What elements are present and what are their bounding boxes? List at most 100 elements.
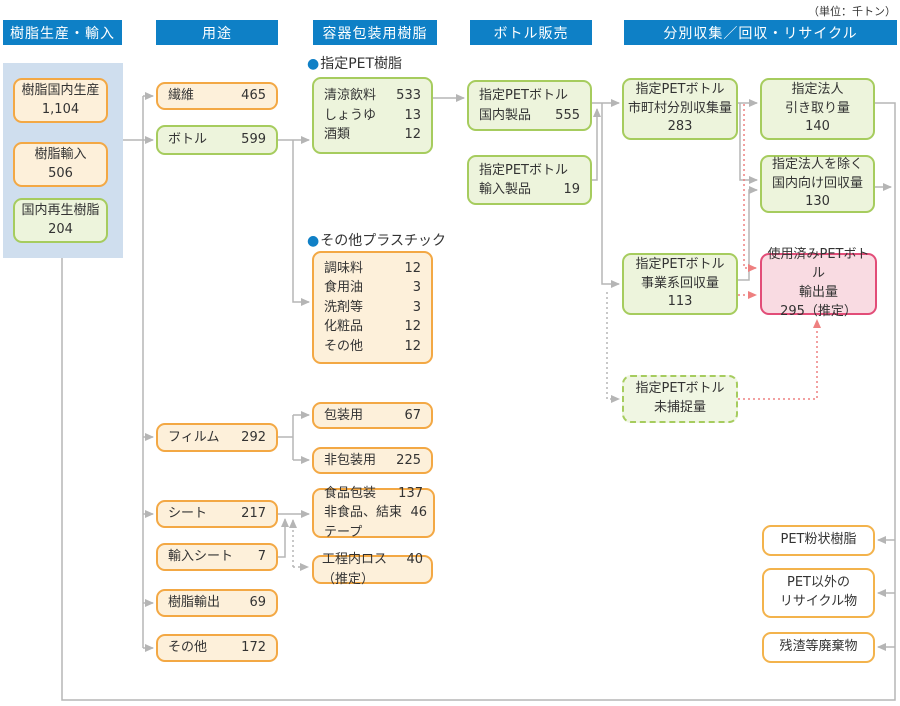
- box-designated-pet-resin: 清涼飲料 533 しょうゆ 13 酒類 12: [312, 77, 433, 154]
- box-line2: 未捕捉量: [653, 400, 706, 415]
- box-line2: 事業系回収量: [640, 275, 719, 291]
- row-value: 3: [412, 299, 421, 315]
- box-value: 67: [404, 407, 421, 423]
- box-value: 40: [406, 552, 423, 567]
- box-label: 国内再生樹脂: [21, 202, 100, 218]
- box-resin-import: 樹脂輸入 506: [13, 142, 108, 187]
- box-label: 輸入製品: [479, 182, 532, 197]
- row-value: 3: [412, 280, 421, 296]
- row-label: 非食品、結束テープ: [324, 505, 403, 540]
- box-used-pet-bottle-export: 使用済みPETボトル 輸出量 295（推定）: [760, 247, 877, 319]
- row-value: 46: [410, 505, 427, 521]
- box-process-loss: 工程内ロス（推定） 40: [312, 552, 433, 587]
- row-label: その他: [324, 338, 364, 354]
- box-line1: 使用済みPETボトル: [767, 247, 870, 282]
- box-label: 残渣等廃棄物: [779, 639, 858, 655]
- box-label: 国内製品: [479, 107, 532, 123]
- section-label-designated-pet-resin: ●指定PET樹脂: [307, 53, 402, 73]
- box-label: 包装用: [324, 407, 364, 423]
- section-label-text: その他プラスチック: [320, 233, 446, 249]
- box-line1: 指定PETボトル: [635, 381, 725, 397]
- box-value: 295（推定）: [780, 303, 857, 319]
- box-value: 140: [805, 119, 830, 135]
- box-value: 172: [241, 640, 266, 656]
- box-label: 工程内ロス（推定）: [322, 552, 388, 587]
- row-label: 酒類: [324, 127, 351, 143]
- box-value: 204: [48, 221, 73, 237]
- box-designated-pet-bottle-imported: 指定PETボトル 輸入製品 19: [467, 155, 592, 205]
- box-value: 1,104: [41, 101, 80, 117]
- box-domestic-resin-production: 樹脂国内生産 1,104: [13, 78, 108, 123]
- box-line2: 輸出量: [798, 285, 838, 300]
- box-value: 7: [257, 549, 266, 565]
- row-label: 清涼飲料: [324, 88, 377, 104]
- box-food-packaging: 食品包装 137 非食品、結束テープ 46: [312, 486, 435, 540]
- unit-label: （単位：千トン）: [808, 5, 896, 18]
- box-line2: 市町村分別収集量: [627, 100, 732, 116]
- row-label: 化粧品: [324, 319, 364, 335]
- row-label: しょうゆ: [324, 107, 377, 123]
- header-packaging-resin: 容器包装用樹脂: [313, 20, 437, 45]
- box-resin-export: 樹脂輸出 69: [156, 589, 278, 617]
- row-label: 洗剤等: [324, 299, 364, 315]
- box-residue-waste: 残渣等廃棄物: [762, 632, 875, 663]
- box-domestic-recycled-resin: 国内再生樹脂 204: [13, 198, 108, 243]
- box-label: ボトル: [168, 132, 208, 148]
- box-line2: 引き取り量: [784, 100, 850, 116]
- box-business-recovery: 指定PETボトル 事業系回収量 113: [622, 253, 738, 315]
- box-line2: 国内向け回収量: [771, 175, 863, 191]
- box-line2: リサイクル物: [779, 594, 858, 609]
- box-uncaptured-amount: 指定PETボトル 未捕捉量: [622, 375, 738, 423]
- box-line1: 指定法人を除く: [771, 156, 863, 172]
- row-value: 12: [404, 319, 421, 335]
- box-label: フィルム: [168, 429, 220, 445]
- row-label: 調味料: [324, 260, 364, 276]
- box-bottle: ボトル 599: [156, 125, 278, 155]
- row-value: 12: [404, 338, 421, 354]
- box-label: 輸入シート: [168, 549, 234, 565]
- box-value: 283: [667, 119, 693, 135]
- box-non-designated-domestic-recovery: 指定法人を除く 国内向け回収量 130: [760, 155, 875, 213]
- row-label: 食品包装: [324, 485, 377, 501]
- box-value: 599: [241, 132, 266, 148]
- header-bottle-sales: ボトル販売: [470, 20, 592, 45]
- box-municipal-collection: 指定PETボトル 市町村分別収集量 283: [622, 78, 738, 140]
- box-non-pet-recyclables: PET以外の リサイクル物: [762, 568, 875, 618]
- box-import-sheet: 輸入シート 7: [156, 543, 278, 571]
- box-line1: 指定PETボトル: [635, 256, 725, 272]
- box-usage-other: その他 172: [156, 634, 278, 662]
- box-label: 樹脂国内生産: [21, 82, 100, 98]
- box-line1: 指定法人: [791, 81, 844, 97]
- row-label: 食用油: [324, 280, 364, 296]
- box-label: 樹脂輸入: [34, 146, 87, 162]
- box-value: 69: [249, 595, 266, 611]
- box-line1: PET以外の: [787, 575, 850, 591]
- box-value: 19: [563, 182, 580, 197]
- box-line1: 指定PETボトル: [479, 162, 568, 178]
- box-designated-corporation-pickup: 指定法人 引き取り量 140: [760, 78, 875, 140]
- row-value: 137: [398, 485, 423, 501]
- box-value: 555: [555, 107, 580, 123]
- row-value: 12: [404, 127, 421, 143]
- box-value: 225: [396, 452, 421, 468]
- box-value: 130: [805, 194, 830, 210]
- bullet-icon: ●: [307, 233, 320, 249]
- header-collection-recycle: 分別収集／回収・リサイクル: [624, 20, 897, 45]
- header-resin-production: 樹脂生産・輸入: [3, 20, 122, 45]
- row-value: 13: [404, 107, 421, 123]
- box-label: その他: [168, 640, 208, 656]
- box-label: シート: [168, 506, 208, 522]
- header-usage: 用途: [156, 20, 278, 45]
- box-label: 樹脂輸出: [168, 595, 221, 611]
- box-pet-powder-resin: PET粉状樹脂: [762, 525, 875, 556]
- box-value: 113: [667, 294, 693, 310]
- box-packaging-film: 包装用 67: [312, 402, 433, 429]
- row-value: 533: [396, 88, 421, 104]
